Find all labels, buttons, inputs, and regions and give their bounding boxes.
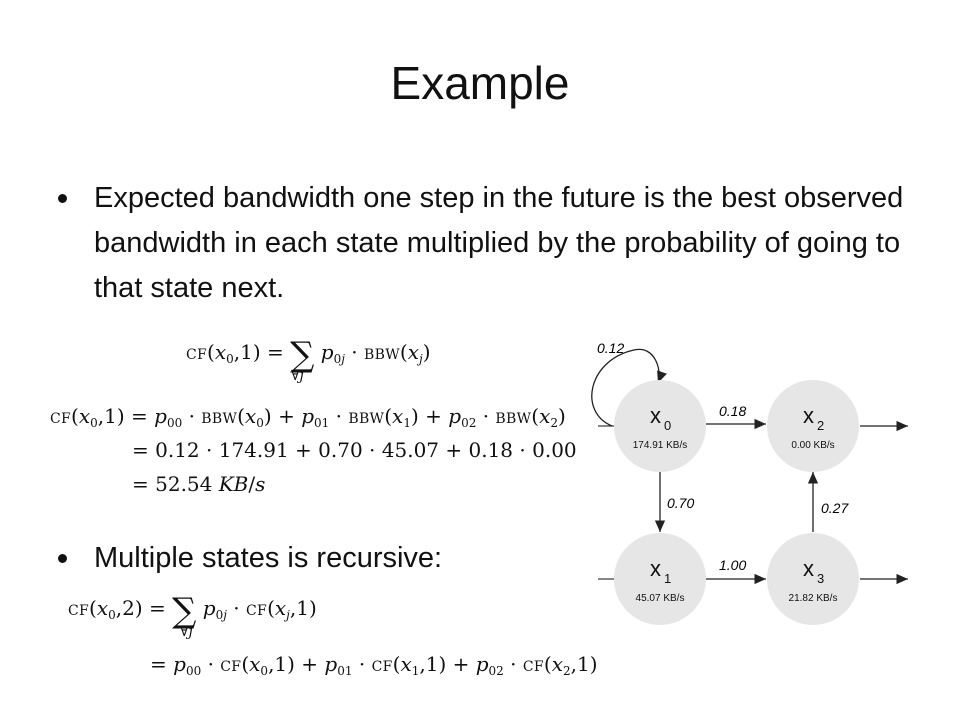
equation-cf-result: = 52.54 KB/s (132, 472, 266, 496)
equation-cf-numbers: = 0.12 · 174.91 + 0.70 · 45.07 + 0.18 · … (132, 438, 577, 462)
node-label: x (803, 403, 814, 428)
node-bandwidth: 174.91 KB/s (633, 440, 687, 451)
equation-cf-two-step: CF(x0,2) = ∑ p0j · CF(xj,1) (68, 591, 317, 631)
bullet-list-2: Multiple states is recursive: (58, 536, 908, 581)
node-subscript: 1 (664, 571, 671, 586)
bullet-text: Expected bandwidth one step in the futur… (94, 182, 904, 304)
state-node-x0: x 0 174.91 KB/s (614, 380, 706, 472)
node-label: x (803, 556, 814, 581)
edge-label: 0.12 (597, 340, 624, 356)
node-subscript: 0 (664, 418, 671, 433)
node-subscript: 3 (817, 571, 824, 586)
edge-label: 0.27 (821, 500, 849, 516)
state-node-x2: x 2 0.00 KB/s (767, 380, 859, 472)
node-label: x (650, 403, 661, 428)
bullet-text: Multiple states is recursive: (94, 542, 443, 574)
bullet-dot (58, 554, 67, 563)
node-bandwidth: 0.00 KB/s (791, 440, 834, 451)
node-bandwidth: 21.82 KB/s (789, 593, 838, 604)
edge-label: 1.00 (719, 557, 746, 573)
slide-title: Example (390, 57, 570, 109)
node-bandwidth: 45.07 KB/s (636, 593, 685, 604)
equation-cf-expanded: CF(x0,1) = p00 · BBW(x0) + p01 · BBW(x1)… (50, 404, 566, 430)
bullet-item: Expected bandwidth one step in the futur… (58, 176, 908, 311)
edge-label: 0.70 (667, 495, 694, 511)
sum-index: ∀j (180, 624, 193, 640)
edge-label: 0.18 (719, 403, 746, 419)
bullet-list: Expected bandwidth one step in the futur… (58, 176, 908, 311)
state-node-x3: x 3 21.82 KB/s (767, 533, 859, 625)
equation-cf-two-step-expanded: = p00 · CF(x0,1) + p01 · CF(x1,1) + p02 … (150, 652, 598, 678)
edge-self-loop (591, 348, 667, 427)
node-subscript: 2 (817, 418, 824, 433)
equation-cf-one-step: CF(x0,1) = ∑ p0j · BBW(xj) (186, 335, 431, 375)
bullet-item: Multiple states is recursive: (58, 536, 908, 581)
node-label: x (650, 556, 661, 581)
sum-index: ∀j (291, 368, 304, 384)
state-node-x1: x 1 45.07 KB/s (614, 533, 706, 625)
bullet-dot (58, 194, 67, 203)
